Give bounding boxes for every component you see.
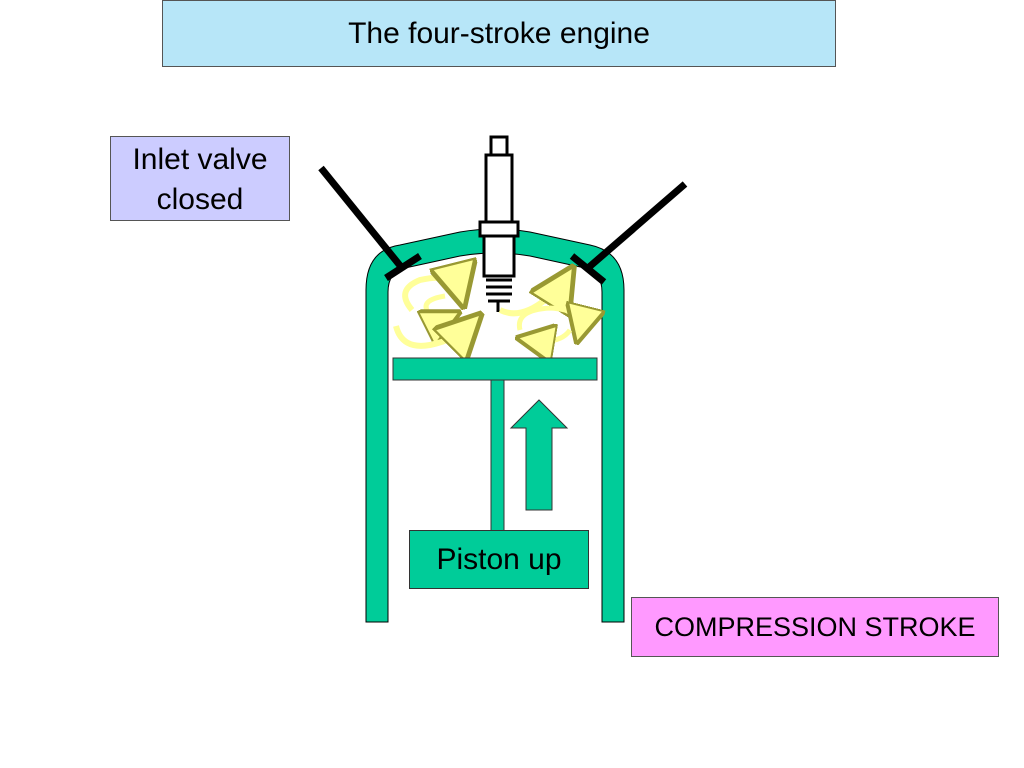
- air-swirl-arrows: [393, 278, 581, 346]
- exhaust-valve: [569, 181, 688, 285]
- slide-title: The four-stroke engine: [162, 0, 836, 67]
- stroke-label: COMPRESSION STROKE: [631, 597, 999, 657]
- connecting-rod: [490, 379, 505, 533]
- up-arrow: [509, 399, 569, 511]
- cylinder-wall: [365, 228, 625, 623]
- piston-head: [392, 357, 598, 381]
- inlet-valve-label: Inlet valve closed: [110, 136, 290, 221]
- spark-plug: [478, 135, 520, 312]
- inlet-valve: [318, 165, 422, 281]
- inlet-valve-label-line2: closed: [156, 183, 244, 216]
- inlet-valve-label-line1: Inlet valve: [132, 143, 268, 176]
- piston-label: Piston up: [409, 530, 589, 589]
